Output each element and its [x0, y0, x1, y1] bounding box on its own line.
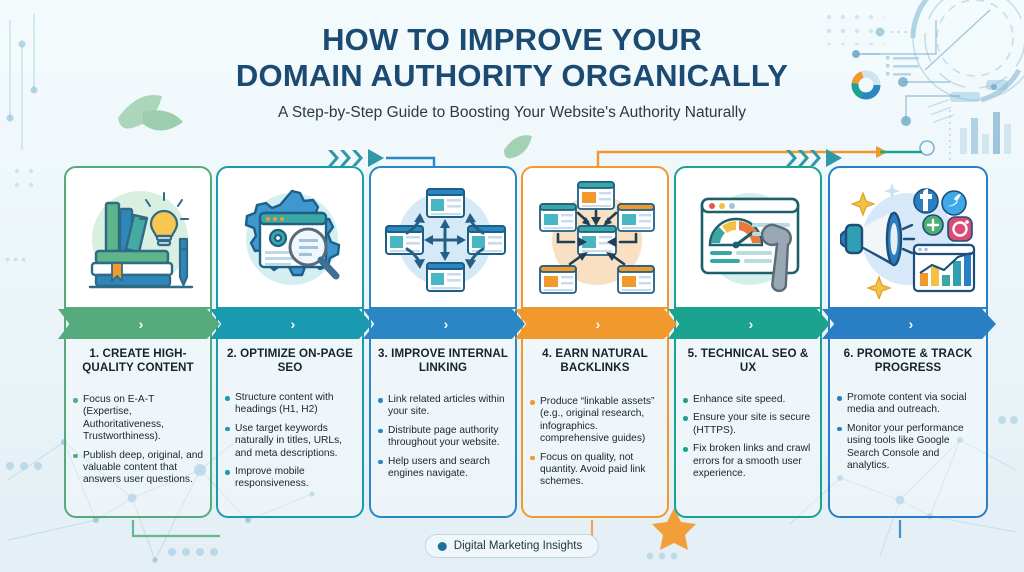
step-4-bullets: Produce “linkable assets” (e.g., origina… [529, 396, 662, 495]
list-item: Fix broken links and crawl errors for a … [682, 443, 815, 480]
list-item: Focus on quality, not quantity. Avoid pa… [529, 452, 662, 489]
speed-gauge-wrench-icon [676, 168, 820, 307]
connector-chevrons-right [786, 149, 842, 167]
page-subtitle: A Step-by-Step Guide to Boosting Your We… [278, 104, 746, 121]
footer-dot-icon [437, 541, 447, 551]
step-3-chevron-icon: › [443, 316, 449, 332]
step-6-ribbon: › [822, 309, 996, 339]
step-5-ribbon: › [668, 309, 830, 339]
step-2-ribbon: › [210, 309, 372, 339]
step-card-2[interactable]: › 2. OPTIMIZE ON-PAGE SEO Structure cont… [210, 166, 372, 518]
step-3-ribbon: › [363, 309, 525, 339]
list-item: Publish deep, original, and valuable con… [72, 450, 205, 487]
step-4-illustration-panel [521, 166, 669, 309]
list-item: Improve mobile responsiveness. [224, 466, 357, 491]
step-6-illustration-panel [828, 166, 988, 309]
footer-badge: Digital Marketing Insights [424, 534, 600, 558]
step-4-title: 4. EARN NATURAL BACKLINKS [542, 347, 648, 375]
list-item: Enhance site speed. [682, 394, 815, 406]
step-6-title: 6. PROMOTE & TRACK PROGRESS [843, 347, 973, 375]
list-item: Link related articles within your site. [377, 394, 510, 419]
list-item: Monitor your performance using tools lik… [836, 423, 980, 473]
list-item: Structure content with headings (H1, H2) [224, 392, 357, 417]
step-1-bullets: Focus on E-A-T (Expertise, Authoritative… [72, 394, 205, 493]
step-5-illustration-panel [674, 166, 822, 309]
step-3-bullets: Link related articles within your site. … [377, 394, 510, 486]
step-6-chevron-icon: › [908, 316, 914, 332]
step-3-title: 3. IMPROVE INTERNAL LINKING [377, 347, 509, 375]
step-3-illustration-panel [369, 166, 517, 309]
step-2-chevron-icon: › [290, 316, 296, 332]
step-card-1[interactable]: › 1. CREATE HIGH-QUALITY CONTENT Focus o… [58, 166, 220, 518]
page-title-line2: DOMAIN AUTHORITY ORGANICALLY [235, 58, 789, 93]
step-1-illustration-panel [64, 166, 212, 309]
steps-row: › 1. CREATE HIGH-QUALITY CONTENT Focus o… [0, 166, 1024, 526]
backlinks-icon [523, 168, 667, 307]
connector-chevrons-left [328, 149, 384, 167]
list-item: Distribute page authority throughout you… [377, 425, 510, 450]
step-card-5[interactable]: › 5. TECHNICAL SEO & UX Enhance site spe… [668, 166, 830, 518]
step-6-bullets: Promote content via social media and out… [836, 392, 980, 478]
list-item: Ensure your site is secure (HTTPS). [682, 412, 815, 437]
list-item: Promote content via social media and out… [836, 392, 980, 417]
footer-label: Digital Marketing Insights [453, 540, 583, 552]
list-item: Produce “linkable assets” (e.g., origina… [529, 396, 662, 446]
books-lightbulb-icon [66, 168, 210, 307]
step-1-ribbon: › [58, 309, 220, 339]
megaphone-social-analytics-icon [830, 168, 986, 307]
step-card-6[interactable]: › 6. PROMOTE & TRACK PROGRESS Promote co… [822, 166, 996, 518]
list-item: Help users and search engines navigate. [377, 456, 510, 481]
page-title-line1: HOW TO IMPROVE YOUR [322, 22, 702, 57]
step-5-title: 5. TECHNICAL SEO & UX [687, 347, 809, 375]
gear-browser-magnifier-icon [218, 168, 362, 307]
step-card-3[interactable]: › 3. IMPROVE INTERNAL LINKING Link relat… [363, 166, 525, 518]
step-5-bullets: Enhance site speed. Ensure your site is … [682, 394, 815, 486]
step-2-illustration-panel [216, 166, 364, 309]
step-1-chevron-icon: › [138, 316, 144, 332]
step-2-bullets: Structure content with headings (H1, H2)… [224, 392, 357, 497]
step-5-chevron-icon: › [748, 316, 754, 332]
list-item: Focus on E-A-T (Expertise, Authoritative… [72, 394, 205, 444]
internal-linking-icon [371, 168, 515, 307]
list-item: Use target keywords naturally in titles,… [224, 423, 357, 460]
header: HOW TO IMPROVE YOUR DOMAIN AUTHORITY ORG… [0, 22, 1024, 123]
step-1-title: 1. CREATE HIGH-QUALITY CONTENT [82, 347, 194, 375]
step-card-4[interactable]: › 4. EARN NATURAL BACKLINKS Produce “lin… [515, 166, 677, 518]
step-2-title: 2. OPTIMIZE ON-PAGE SEO [226, 347, 353, 375]
step-4-chevron-icon: › [595, 316, 601, 332]
step-4-ribbon: › [515, 309, 677, 339]
